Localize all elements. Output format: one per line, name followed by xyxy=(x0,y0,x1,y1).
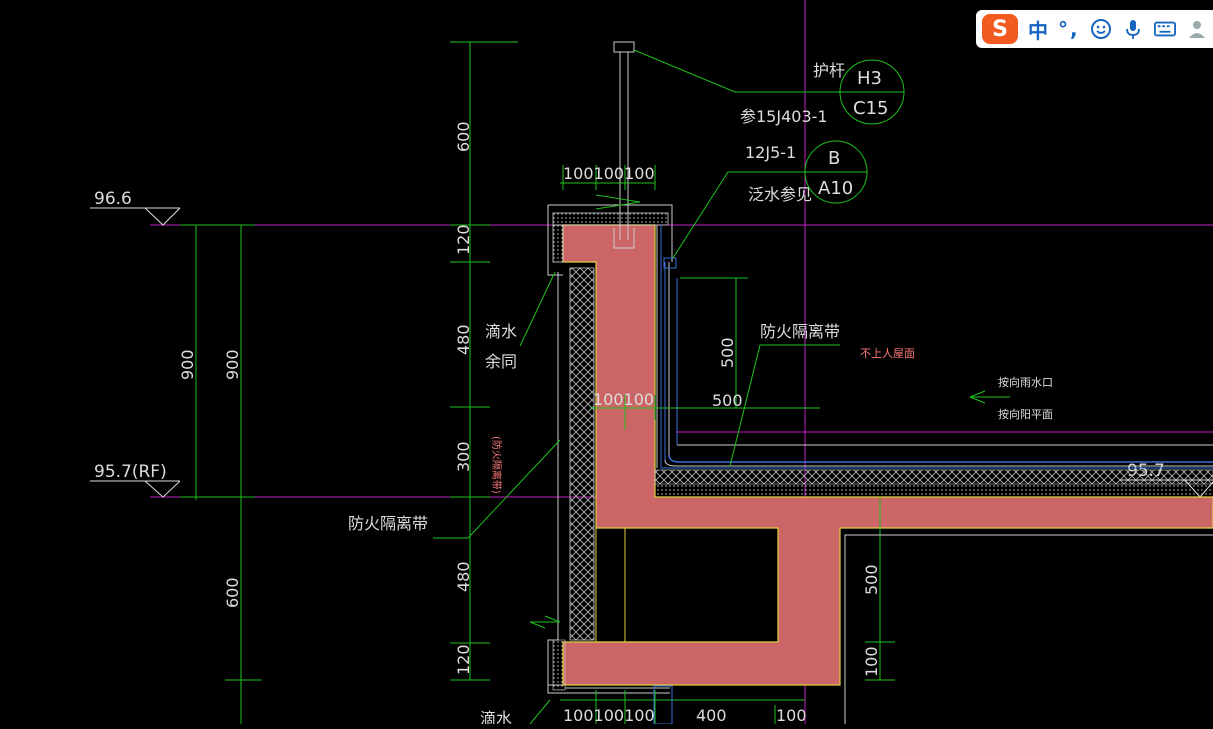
svg-text:C15: C15 xyxy=(853,98,888,119)
keyboard-icon[interactable] xyxy=(1153,18,1176,40)
dim-500-h: 500 xyxy=(712,391,743,410)
dim-900-left: 900 xyxy=(178,349,197,380)
label-roof-type: 不上人屋面 xyxy=(860,347,915,360)
label-drip: 滴水 xyxy=(485,322,517,341)
room-outline xyxy=(653,534,1213,725)
dim-300: 300 xyxy=(454,441,473,472)
roof-layers xyxy=(654,444,1213,497)
microphone-icon[interactable] xyxy=(1122,18,1144,40)
label-flashing: 泛水参见 xyxy=(748,185,812,204)
label-firebreak-vertical: (防火隔离带) xyxy=(490,436,503,494)
sogou-logo-icon[interactable]: S xyxy=(982,14,1018,44)
dim-500-v: 500 xyxy=(718,337,737,368)
label-railing: 护杆 xyxy=(813,61,845,80)
label-ref12j: 12J5-1 xyxy=(745,143,796,162)
label-drip-bottom: 滴水 xyxy=(480,709,512,724)
dim-120-b: 120 xyxy=(454,644,473,675)
dim-400: 400 xyxy=(696,706,727,724)
label-slope-flat: 按向阳平面 xyxy=(998,407,1053,421)
dimension-lines xyxy=(180,41,895,724)
emoji-icon[interactable] xyxy=(1090,18,1112,40)
outer-wall-layers xyxy=(547,204,673,694)
dim-top-100s: 100100100 xyxy=(563,164,655,183)
dim-600-top: 600 xyxy=(454,121,473,152)
dim-mid-100s: 100100 xyxy=(593,390,654,409)
dim-900-right: 900 xyxy=(223,349,242,380)
dim-120-a: 120 xyxy=(454,224,473,255)
dim-500-bottom: 500 xyxy=(862,564,881,595)
leader-lines xyxy=(433,49,1010,725)
ime-punctuation-toggle[interactable]: °, xyxy=(1058,17,1080,41)
reference-lines xyxy=(150,0,1213,724)
ime-toolbar[interactable]: S 中 °, xyxy=(976,10,1213,48)
svg-text:95.7(RF): 95.7(RF) xyxy=(94,462,167,482)
label-ref15j: 参15J403-1 xyxy=(740,107,828,126)
dim-100: 100 xyxy=(776,706,807,724)
svg-text:H3: H3 xyxy=(857,68,882,89)
label-slope-drain: 按向雨水口 xyxy=(998,375,1053,389)
dim-480-a: 480 xyxy=(454,324,473,355)
inner-wall-layers xyxy=(656,225,678,468)
label-drip-same: 余同 xyxy=(485,352,517,371)
label-firebreak-upper: 防火隔离带 xyxy=(760,322,840,341)
dim-480-b: 480 xyxy=(454,561,473,592)
user-icon[interactable] xyxy=(1186,18,1208,40)
detail-bubble-b: B A10 xyxy=(804,140,868,204)
level-mark-rf: 95.7(RF) xyxy=(90,462,181,498)
dim-100-bottom: 100 xyxy=(862,646,881,677)
dim-bottom-100s: 100100100 xyxy=(563,706,655,724)
ime-language-toggle[interactable]: 中 xyxy=(1028,18,1048,43)
level-mark-top: 96.6 xyxy=(90,189,181,226)
svg-text:96.6: 96.6 xyxy=(94,189,132,209)
detail-bubble-h3: H3 C15 xyxy=(839,59,905,125)
dim-600-left: 600 xyxy=(223,577,242,608)
label-firebreak-lower: 防火隔离带 xyxy=(348,514,428,533)
svg-text:B: B xyxy=(828,148,840,169)
svg-text:A10: A10 xyxy=(818,178,853,199)
railing-post xyxy=(613,41,635,249)
